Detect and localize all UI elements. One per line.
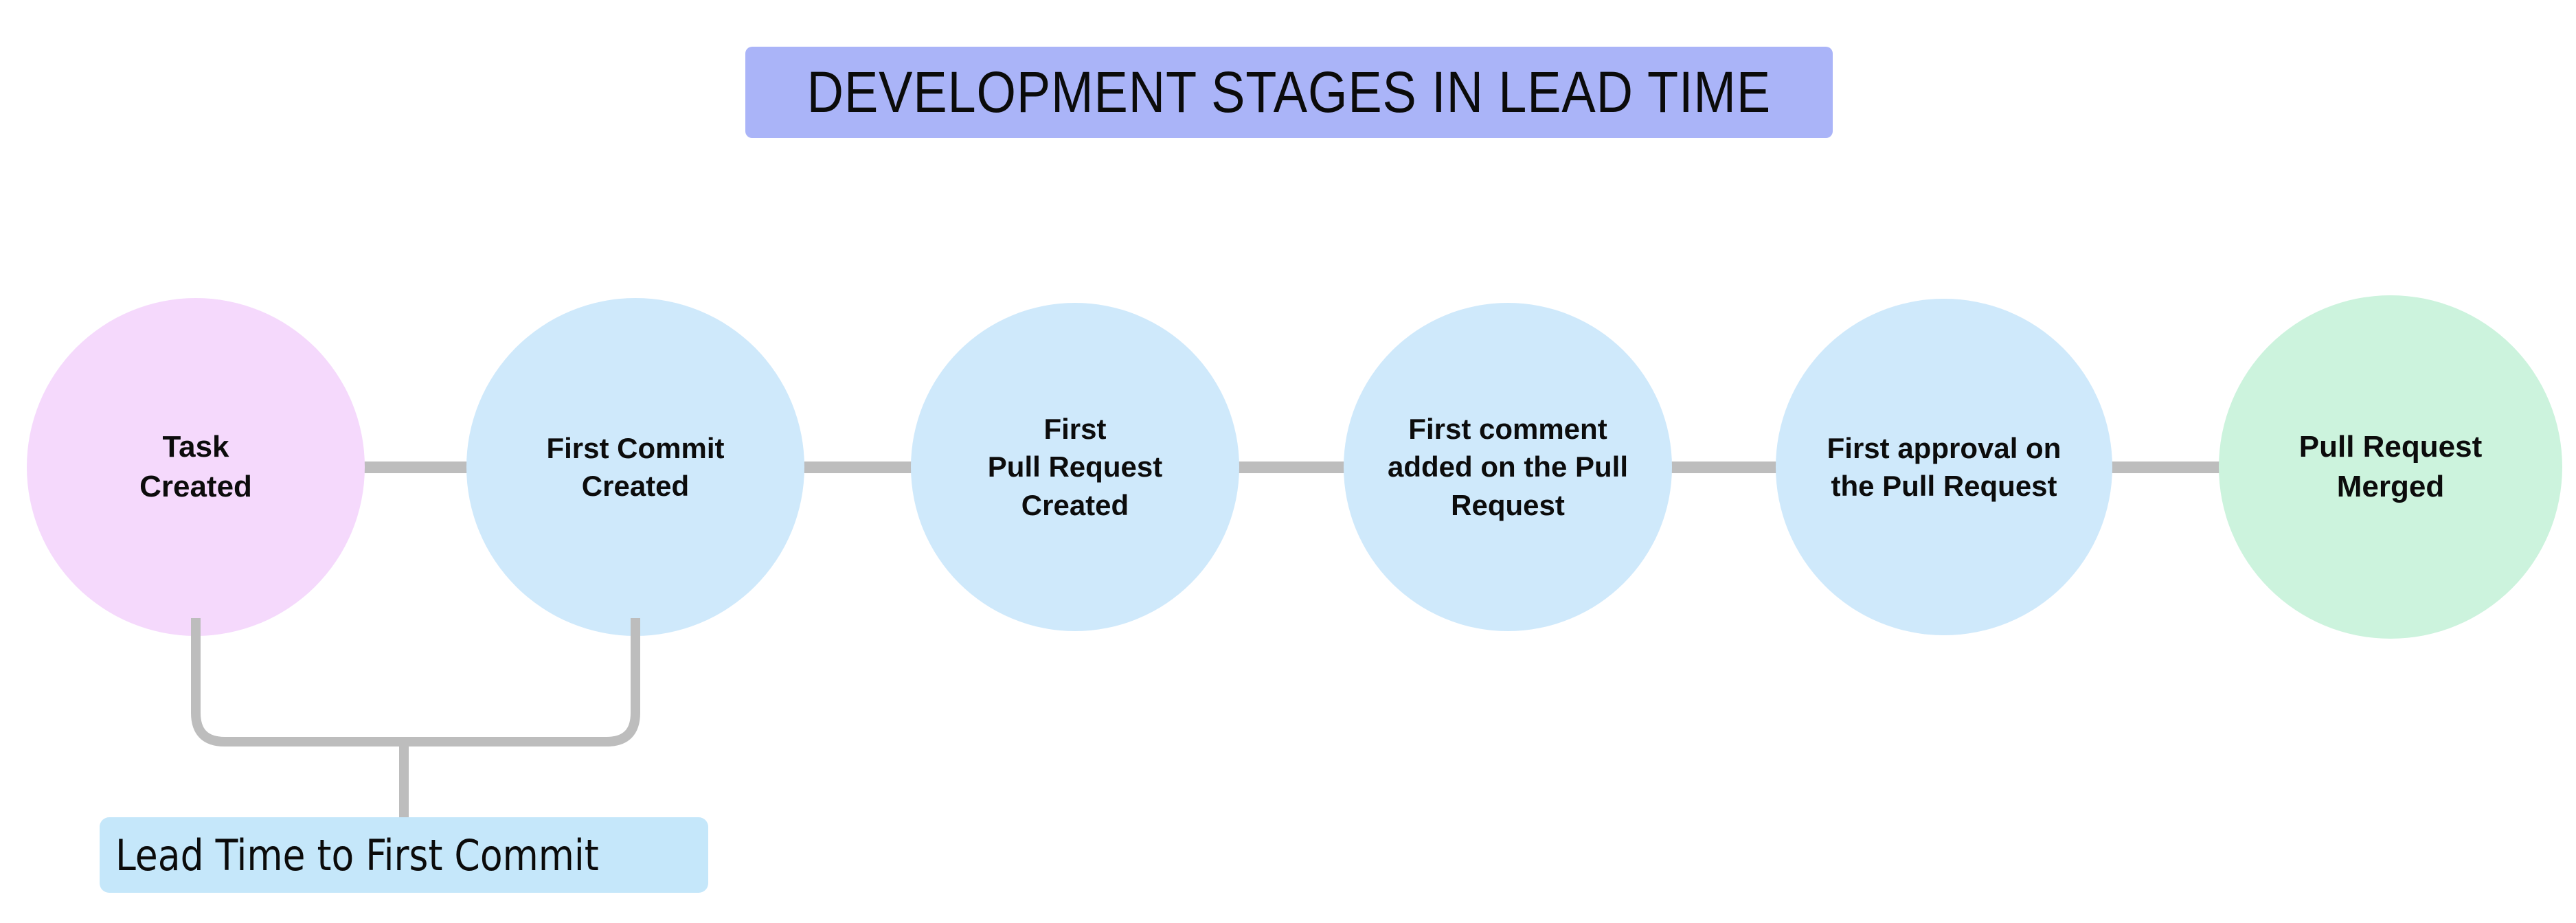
node-label-first-commit-created: First Commit Created [546,431,725,502]
connector-3 [1233,461,1357,473]
node-label-first-comment-on-pull-request: First comment added on the Pull Request [1387,412,1628,521]
node-first-commit-created[interactable]: First Commit Created [466,298,804,636]
diagram-title-text: DEVELOPMENT STAGES IN LEAD TIME [806,60,1772,124]
connector-5 [2105,461,2222,473]
node-label-first-pull-request-created: First Pull Request Created [987,412,1163,521]
connector-4 [1666,461,1783,473]
lead-time-bracket [191,618,640,819]
lead-time-label-text: Lead Time to First Commit [115,830,599,880]
node-label-first-approval-on-pull-request: First approval on the Pull Request [1827,431,2061,502]
connector-1 [357,461,488,473]
node-pull-request-merged[interactable]: Pull Request Merged [2219,295,2562,639]
node-first-approval-on-pull-request[interactable]: First approval on the Pull Request [1776,299,2112,635]
node-first-pull-request-created[interactable]: First Pull Request Created [911,303,1239,631]
connector-2 [797,461,927,473]
node-task-created[interactable]: Task Created [27,298,365,636]
node-label-pull-request-merged: Pull Request Merged [2298,429,2483,503]
lead-time-label-box: Lead Time to First Commit [100,817,708,893]
diagram-title-box: DEVELOPMENT STAGES IN LEAD TIME [745,47,1833,138]
node-first-comment-on-pull-request[interactable]: First comment added on the Pull Request [1344,303,1672,631]
node-label-task-created: Task Created [139,429,252,503]
